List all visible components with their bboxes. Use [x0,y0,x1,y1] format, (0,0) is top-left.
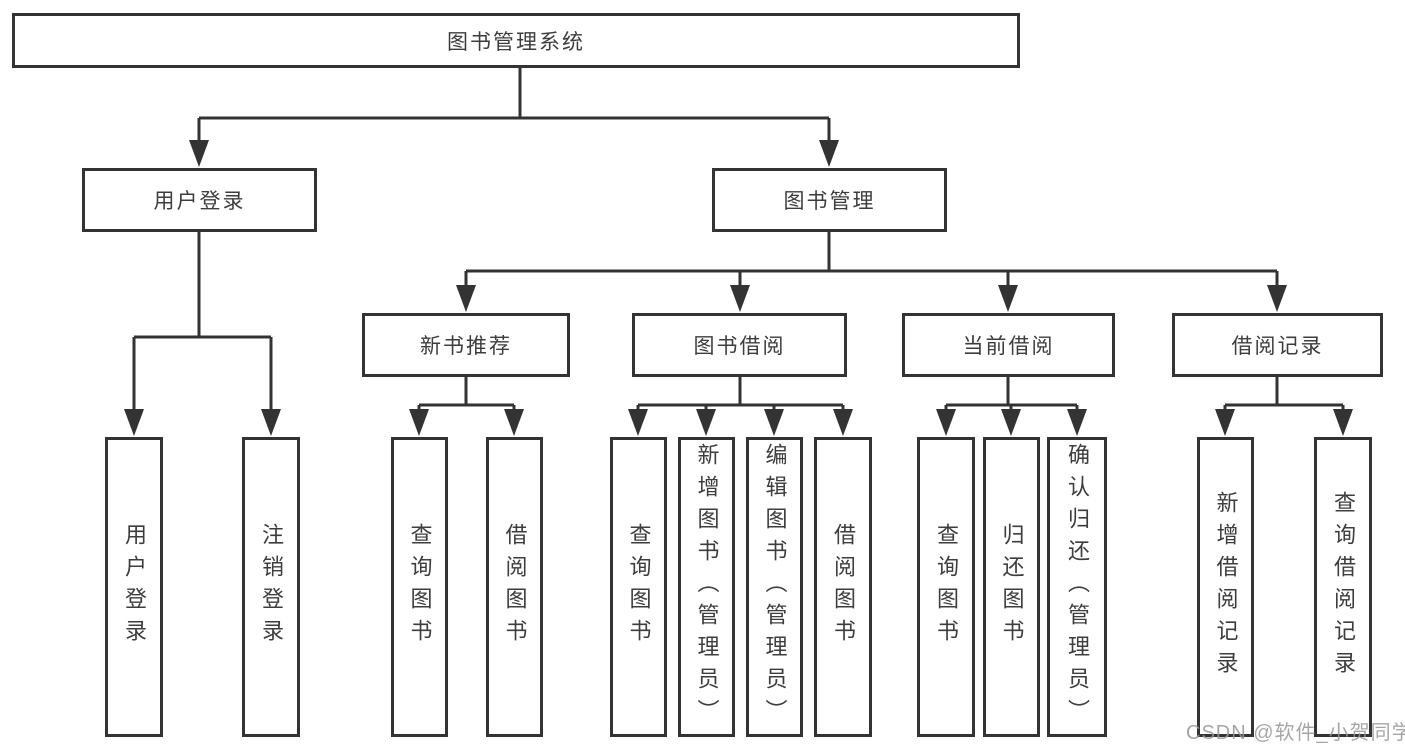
arrow-icon [696,409,716,436]
arrowheads [124,140,1353,436]
arrow-icon [189,140,209,167]
arrow-icon [1333,409,1353,436]
arrow-icon [1067,409,1087,436]
node-new-book-recommend: 新书推荐 [362,313,570,377]
node-borrow-records: 借阅记录 [1172,313,1383,377]
leaf-borrowing-add-books-admin: 新增图书（管理员） [678,437,735,737]
arrow-icon [456,285,476,312]
arrow-icon [819,140,839,167]
node-current-borrowing: 当前借阅 [902,313,1115,377]
leaf-user-login: 用户登录 [105,437,163,737]
leaf-newbooks-query-books: 查询图书 [391,437,448,737]
node-book-management: 图书管理 [712,168,947,232]
connector-borrowing-to-leaves [636,377,845,413]
leaf-current-return-books: 归还图书 [983,437,1040,737]
connector-records-to-leaves [1223,377,1345,413]
node-user-login: 用户登录 [82,168,317,232]
leaf-logout: 注销登录 [242,437,300,737]
arrow-icon [764,409,784,436]
connector-current-to-leaves [944,377,1079,413]
arrow-icon [628,409,648,436]
node-book-borrowing: 图书借阅 [632,313,847,377]
arrow-icon [998,285,1018,312]
leaf-records-add-record: 新增借阅记录 [1197,437,1254,737]
arrow-icon [936,409,956,436]
arrow-icon [261,409,281,436]
watermark-text: CSDN @软件_小贺同学 [1186,722,1405,744]
leaf-records-query-record: 查询借阅记录 [1314,437,1372,737]
connector-bookmgmt-to-level3 [464,232,1279,289]
connector-userlogin-to-leaves [132,232,273,413]
leaf-borrowing-edit-books-admin: 编辑图书（管理员） [746,437,803,737]
arrow-icon [124,409,144,436]
leaf-borrowing-borrow-books: 借阅图书 [814,437,872,737]
arrow-icon [1215,409,1235,436]
arrow-icon [504,409,524,436]
connector-newbooks-to-leaves [417,377,516,413]
leaf-newbooks-borrow-books: 借阅图书 [486,437,543,737]
connector-root-to-level2 [197,67,831,144]
leaf-borrowing-query-books: 查询图书 [610,437,667,737]
leaf-current-query-books: 查询图书 [917,437,975,737]
arrow-icon [833,409,853,436]
arrow-icon [1001,409,1021,436]
arrow-icon [409,409,429,436]
arrow-icon [730,285,750,312]
node-root-title: 图书管理系统 [12,13,1020,68]
leaf-current-confirm-return-admin: 确认归还（管理员） [1047,437,1107,737]
arrow-icon [1267,285,1287,312]
